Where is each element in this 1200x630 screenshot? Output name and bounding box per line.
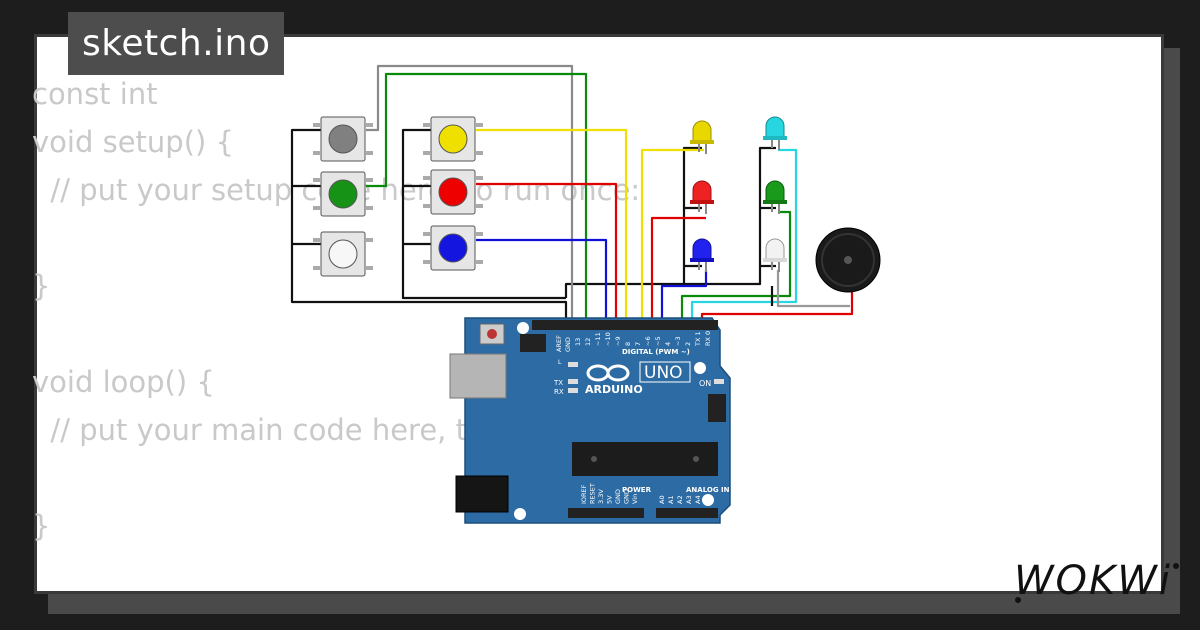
label-on: ON — [699, 379, 711, 388]
power-pin-label: IOREF — [580, 484, 588, 504]
pushbutton-green[interactable] — [313, 171, 373, 217]
digital-pin-label: 7 — [634, 342, 642, 346]
wokwi-logo-icon: WOKWi — [1014, 558, 1179, 604]
digital-pin-label: ~11 — [594, 332, 602, 346]
code-line: } — [32, 269, 51, 303]
atmega-chip — [572, 442, 718, 476]
digital-pin-label: ~3 — [674, 336, 682, 346]
label-digital: DIGITAL (PWM ~) — [622, 348, 690, 356]
icsp-header-2 — [708, 394, 726, 422]
arduino-logo-icon — [586, 364, 630, 382]
icsp-header — [520, 334, 546, 352]
led-l-indicator — [568, 362, 578, 367]
code-line: } — [32, 509, 51, 543]
pushbutton-yellow[interactable] — [423, 116, 483, 162]
power-pin-label: 5V — [606, 495, 614, 504]
wires — [290, 64, 854, 325]
reset-button[interactable] — [479, 323, 505, 345]
buzzer[interactable] — [815, 227, 881, 293]
digital-pin-label: ~6 — [644, 336, 652, 346]
analog-pin-label: A2 — [676, 495, 684, 504]
label-gnd: GND — [564, 337, 572, 352]
pushbutton-white[interactable] — [313, 231, 373, 277]
digital-pin-label: RX 0 — [704, 331, 712, 346]
label-aref: AREF — [555, 335, 563, 352]
wokwi-logo-text: WOKWi — [1014, 558, 1172, 604]
label-analog: ANALOG IN — [686, 486, 730, 494]
analog-header — [656, 508, 718, 518]
usb-port — [449, 353, 507, 399]
pushbutton-blue[interactable] — [423, 225, 483, 271]
arduino-uno-board[interactable]: L TX RX ON DIGITAL (PWM ~) ARDUINO UNO P… — [449, 317, 731, 524]
digital-pin-label: ~9 — [614, 336, 622, 346]
file-tab[interactable]: sketch.ino — [68, 12, 285, 75]
analog-pin-label: A4 — [694, 495, 702, 504]
digital-pin-label: ~5 — [654, 336, 662, 346]
digital-pin-label: 13 — [574, 338, 582, 346]
analog-pin-label: A3 — [685, 495, 693, 504]
digital-header — [532, 320, 718, 330]
mount-hole — [517, 322, 529, 334]
mount-hole — [694, 362, 706, 374]
power-pin-label: RESET — [589, 483, 597, 504]
wokwi-logo[interactable]: WOKWi — [1010, 554, 1182, 610]
label-l: L — [558, 359, 562, 366]
power-header — [568, 508, 644, 518]
pushbutton-gray[interactable] — [313, 116, 373, 162]
code-line: void loop() { — [32, 365, 215, 399]
led-cyan[interactable] — [763, 116, 787, 150]
led-red[interactable] — [690, 180, 714, 214]
power-pin-label: Vin — [631, 494, 639, 504]
digital-pin-label: 12 — [584, 338, 592, 346]
code-line: void setup() { — [32, 125, 234, 159]
power-pin-label: GND — [614, 489, 622, 504]
code-line: const int — [32, 77, 158, 111]
digital-pin-label: 4 — [664, 342, 672, 346]
power-jack — [455, 475, 509, 513]
digital-pin-label: 2 — [684, 342, 692, 346]
pushbutton-red[interactable] — [423, 169, 483, 215]
led-tx-indicator — [568, 379, 578, 384]
digital-pin-label: 8 — [624, 342, 632, 346]
power-pin-label: 3.3V — [597, 489, 605, 504]
analog-pin-label: A0 — [658, 495, 666, 504]
mount-hole — [514, 508, 526, 520]
board-model: UNO — [644, 363, 683, 383]
led-on-indicator — [714, 379, 724, 384]
led-blue[interactable] — [690, 238, 714, 272]
label-tx: TX — [553, 379, 563, 387]
label-power: POWER — [622, 486, 652, 494]
analog-pin-label: A5 — [703, 495, 711, 504]
analog-pin-label: A1 — [667, 495, 675, 504]
led-white[interactable] — [763, 238, 787, 272]
label-rx: RX — [554, 388, 564, 396]
led-yellow[interactable] — [690, 120, 714, 154]
led-green[interactable] — [763, 180, 787, 214]
board-name: ARDUINO — [585, 383, 643, 396]
digital-pin-label: ~10 — [604, 332, 612, 346]
led-rx-indicator — [568, 388, 578, 393]
digital-pin-label: TX 1 — [694, 331, 702, 347]
mount-hole — [702, 494, 714, 506]
power-pin-label: GND — [623, 489, 631, 504]
